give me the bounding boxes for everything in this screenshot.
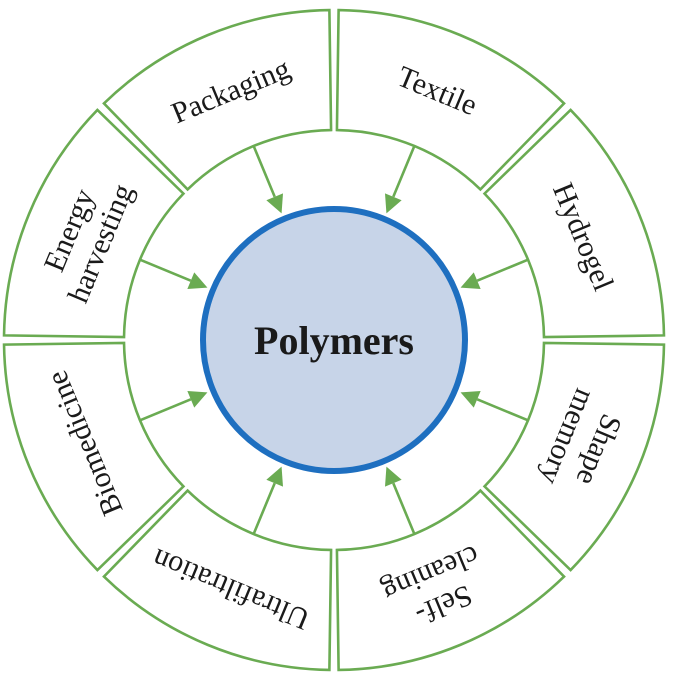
segment-energy-harvesting: Energyharvesting xyxy=(2,108,186,339)
segment-box-energy-harvesting xyxy=(2,108,186,339)
segment-hydrogel: Hydrogel xyxy=(482,108,666,339)
arrow-shaft xyxy=(392,145,416,198)
segment-self-cleaning: Self-cleaning xyxy=(335,488,566,672)
arrow-head xyxy=(385,193,402,214)
segment-packaging: Packaging xyxy=(102,8,333,192)
arrow-head xyxy=(385,466,402,487)
arrow-head xyxy=(460,272,481,289)
arrow-shaft xyxy=(392,482,416,535)
arrow-shaft xyxy=(476,258,529,282)
arrow-shaft xyxy=(252,145,276,198)
segment-box-self-cleaning xyxy=(335,488,566,672)
arrow-shape-memory xyxy=(460,391,529,422)
arrow-self-cleaning xyxy=(385,466,416,535)
arrow-ultrafiltration xyxy=(252,466,283,535)
segment-box-packaging xyxy=(102,8,333,192)
segment-box-biomedicine xyxy=(2,341,186,572)
arrow-shaft xyxy=(139,258,192,282)
arrow-biomedicine xyxy=(139,391,208,422)
arrow-head xyxy=(187,391,208,408)
segment-ultrafiltration: Ultrafiltration xyxy=(102,488,333,672)
arrow-head xyxy=(266,193,283,214)
segment-box-hydrogel xyxy=(482,108,666,339)
arrow-shaft xyxy=(252,482,276,535)
arrow-head xyxy=(187,272,208,289)
segment-box-ultrafiltration xyxy=(102,488,333,672)
arrow-shaft xyxy=(476,398,529,422)
arrow-head xyxy=(460,391,481,408)
segment-textile: Textile xyxy=(335,8,566,192)
segment-biomedicine: Biomedicine xyxy=(2,341,186,572)
center-node: Polymers xyxy=(200,206,468,474)
center-circle xyxy=(200,206,468,474)
arrow-energy-harvesting xyxy=(139,258,208,289)
segment-box-textile xyxy=(335,8,566,192)
segment-box-shape-memory xyxy=(482,341,666,572)
arrow-shaft xyxy=(139,398,192,422)
center-label: Polymers xyxy=(254,318,414,363)
segment-label-energy-harvesting: Energyharvesting xyxy=(30,166,140,307)
arrow-head xyxy=(266,466,283,487)
arrow-hydrogel xyxy=(460,258,529,289)
segment-shape-memory: Shapememory xyxy=(482,341,666,572)
arrow-packaging xyxy=(252,145,283,214)
arrow-textile xyxy=(385,145,416,214)
